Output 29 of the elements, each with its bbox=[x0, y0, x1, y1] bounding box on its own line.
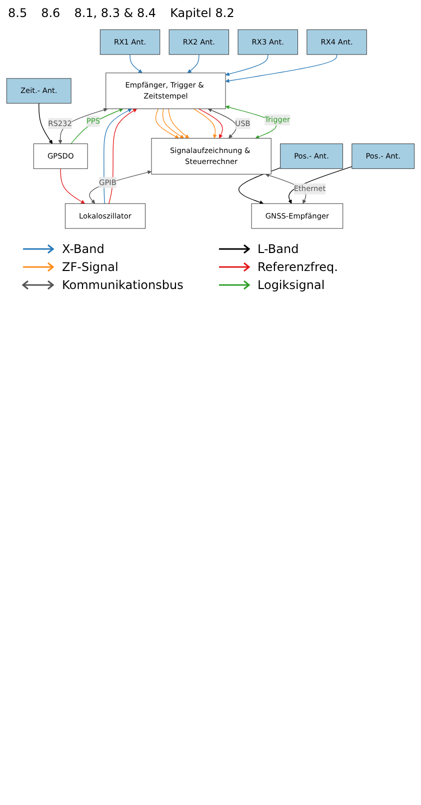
arrow bbox=[38, 102, 53, 144]
arrow bbox=[155, 108, 180, 138]
arrow bbox=[208, 108, 237, 138]
section-number: Kapitel 8.2 bbox=[170, 6, 234, 20]
arrow bbox=[58, 108, 108, 144]
arrow bbox=[70, 108, 124, 144]
legend-label: Kommunikationsbus bbox=[62, 278, 184, 292]
legend-label: Logiksignal bbox=[258, 278, 325, 292]
arrow bbox=[225, 105, 277, 139]
arrow bbox=[225, 54, 268, 76]
section-number: 8.6 bbox=[41, 6, 60, 20]
legend-label: Referenzfreq. bbox=[258, 260, 338, 274]
arrow bbox=[188, 54, 200, 74]
arrow bbox=[198, 108, 223, 138]
arrow bbox=[238, 167, 281, 204]
arrow bbox=[225, 54, 338, 83]
section-number: 8.5 bbox=[8, 6, 28, 20]
legend-label: ZF-Signal bbox=[62, 260, 118, 274]
arrow bbox=[193, 108, 217, 138]
arrow bbox=[108, 108, 137, 204]
arrow bbox=[162, 108, 184, 138]
arrow bbox=[60, 168, 85, 204]
arrow bbox=[89, 170, 152, 204]
arrow bbox=[130, 54, 142, 74]
legend-label: X-Band bbox=[62, 242, 104, 256]
legend-label: L-Band bbox=[258, 242, 299, 256]
arrow bbox=[104, 108, 132, 204]
section-number: 8.1, 8.3 & 8.4 bbox=[74, 6, 156, 20]
arrow bbox=[168, 108, 190, 138]
